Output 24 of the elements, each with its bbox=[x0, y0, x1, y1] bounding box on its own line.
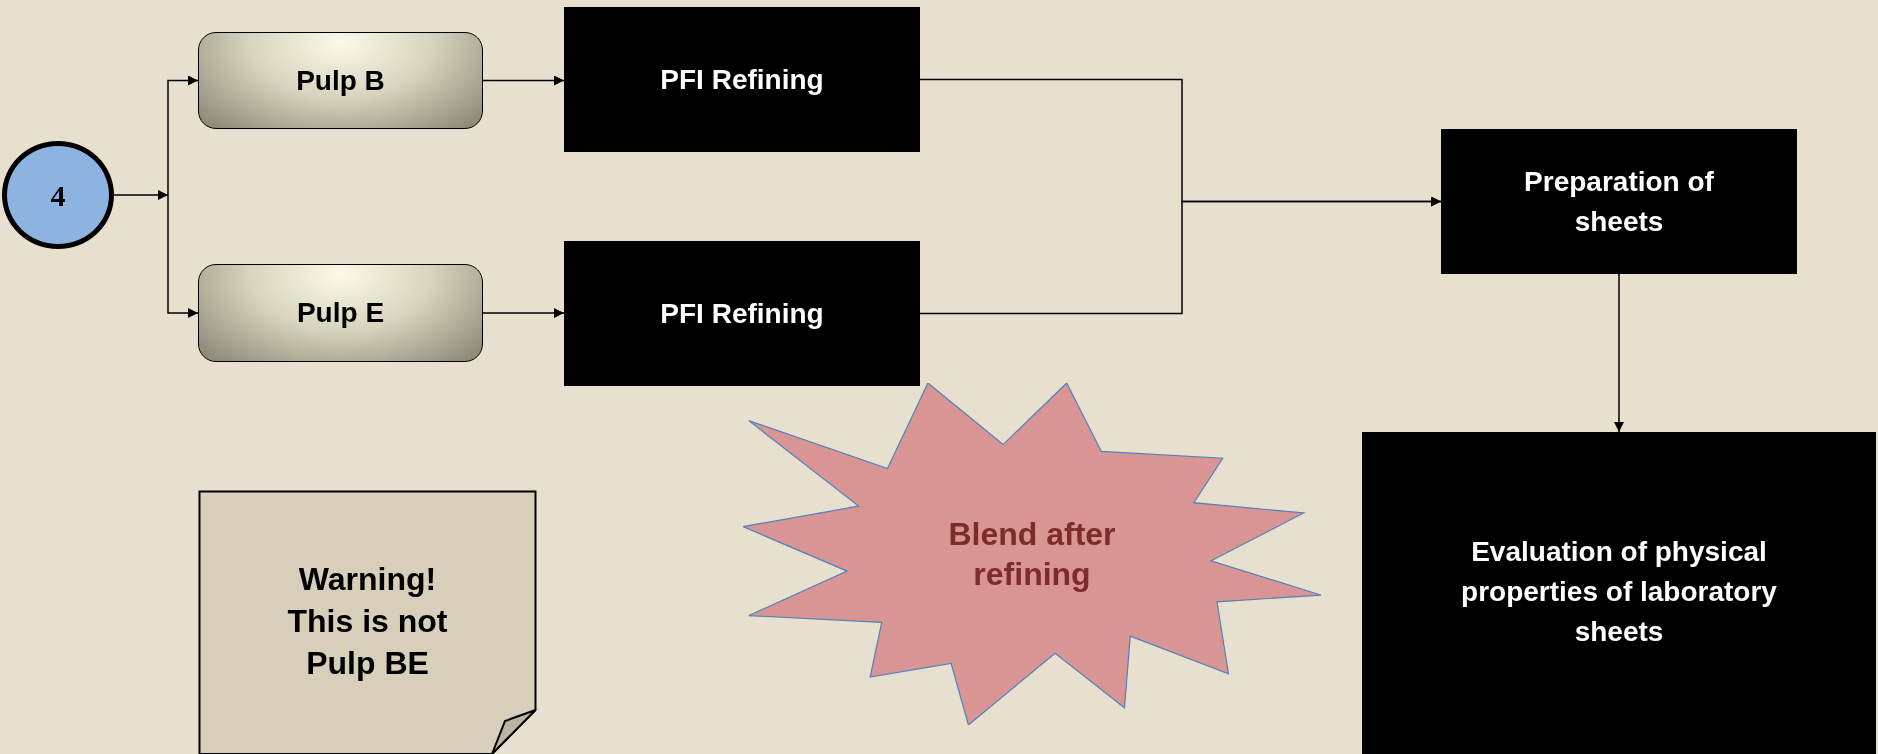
pulp-box bbox=[198, 32, 483, 129]
arrow bbox=[482, 75, 565, 86]
box-label: Evaluation of physical properties of laboratory sheets bbox=[1460, 535, 1778, 649]
step-number: 4 bbox=[50, 177, 66, 214]
arrow bbox=[167, 75, 199, 196]
box-label: Preparation of sheets bbox=[1523, 164, 1715, 239]
callout-text: Blend after refining bbox=[947, 515, 1117, 594]
process-box bbox=[1362, 432, 1876, 754]
arrow bbox=[167, 194, 199, 318]
arrow bbox=[1614, 273, 1624, 433]
process-box bbox=[564, 7, 920, 152]
process-box bbox=[1441, 129, 1797, 274]
process-box bbox=[564, 241, 920, 386]
note-text: Warning! This is not Pulp BE bbox=[286, 560, 449, 683]
box-label: Pulp E bbox=[296, 296, 385, 330]
arrow bbox=[113, 190, 169, 200]
starburst-callout bbox=[743, 383, 1321, 725]
box-label: PFI Refining bbox=[660, 296, 824, 331]
warning-note bbox=[198, 490, 537, 754]
arrow bbox=[482, 308, 565, 318]
pulp-box bbox=[198, 264, 483, 362]
box-label: Pulp B bbox=[296, 63, 385, 98]
arrow bbox=[919, 196, 1442, 315]
box-label: PFI Refining bbox=[660, 62, 824, 97]
